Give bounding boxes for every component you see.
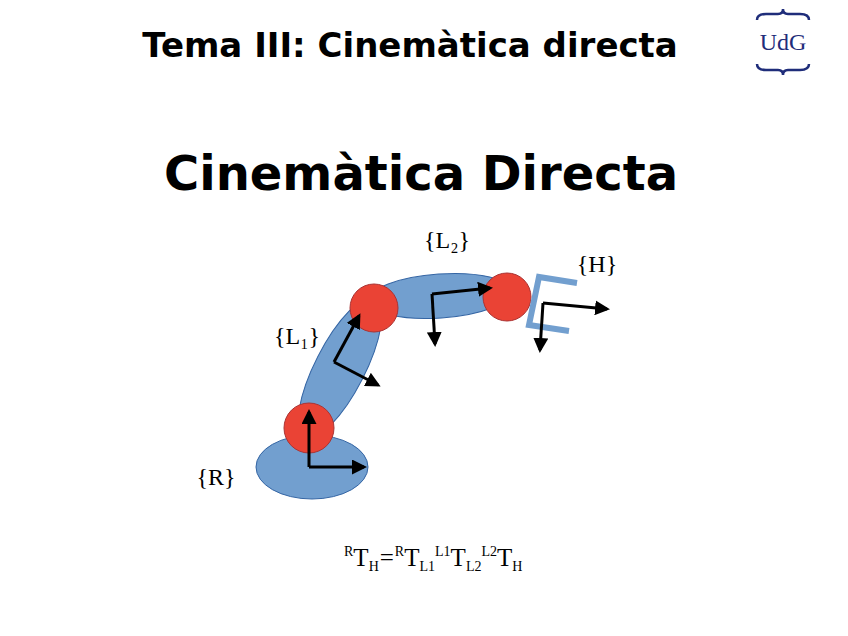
logo-text: UdG <box>760 29 807 56</box>
equation-term: T <box>353 544 368 572</box>
frame-label: {L₁} <box>274 323 320 350</box>
joint-circle <box>350 284 398 332</box>
logo-frame <box>757 9 809 75</box>
joint-circle <box>483 273 531 321</box>
equation-term: T <box>451 544 466 572</box>
frame-axes <box>309 288 607 467</box>
equation: RTH=RTL1L1TL2L2TH <box>344 544 522 572</box>
slide-heading: Cinemàtica Directa <box>164 145 678 201</box>
equation-term: L1 <box>419 559 435 575</box>
equation-term: R <box>344 544 353 560</box>
equation-term: H <box>512 559 522 575</box>
frame-label: {L₂} <box>424 227 470 254</box>
frame-label: {R} <box>196 464 235 491</box>
slide-title: Tema III: Cinemàtica directa <box>142 25 678 65</box>
equation-term: T <box>497 544 512 572</box>
equation-term: L2 <box>466 559 482 575</box>
equation-term: R <box>395 544 404 560</box>
equation-term: H <box>369 559 379 575</box>
equation-term: T <box>404 544 419 572</box>
frame-label: {H} <box>577 251 617 278</box>
equation-term: L1 <box>435 544 451 560</box>
equation-term: L2 <box>481 544 497 560</box>
equation-term: = <box>380 544 394 572</box>
